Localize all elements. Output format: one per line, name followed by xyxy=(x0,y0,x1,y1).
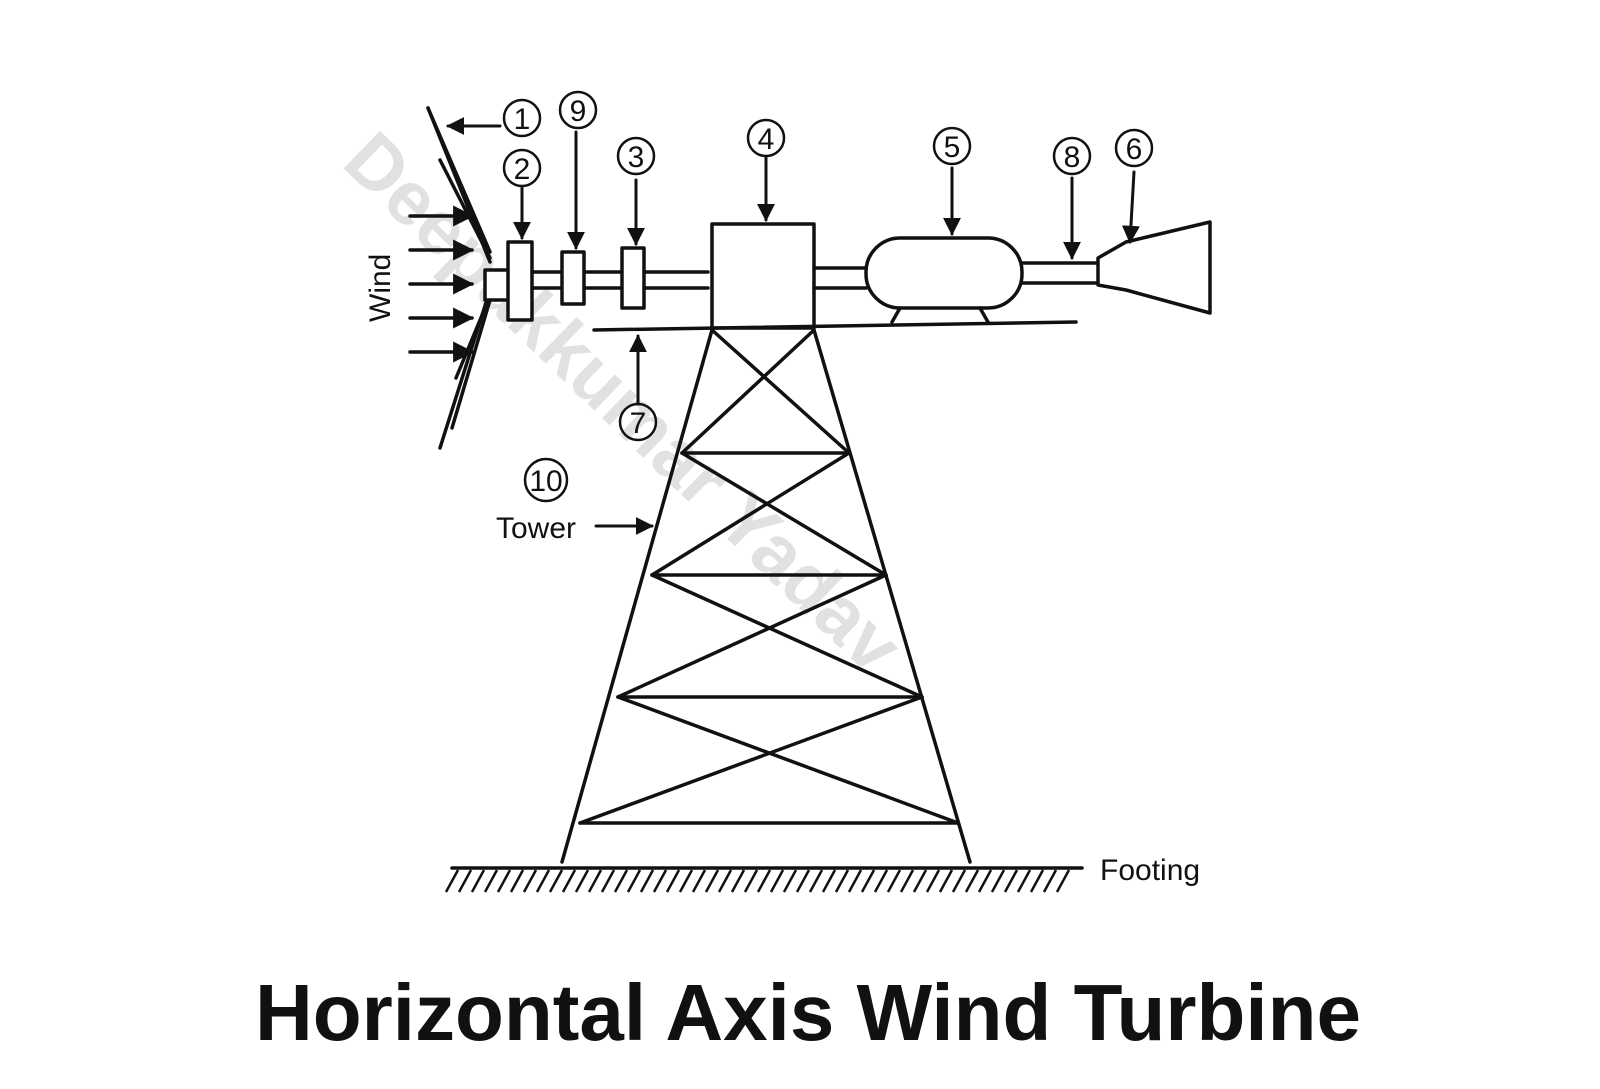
hatch-stroke xyxy=(496,869,512,893)
component-9-box xyxy=(560,250,586,306)
watermark: Deepakkumar Yadav xyxy=(328,116,918,690)
hatch-stroke xyxy=(886,869,902,893)
hatch-stroke xyxy=(522,869,538,893)
wind-arrows xyxy=(408,205,475,363)
callout-4: 4 xyxy=(758,123,775,156)
hatch-stroke xyxy=(665,869,681,893)
callout-8: 8 xyxy=(1064,141,1081,174)
footing-label: Footing xyxy=(1100,854,1200,887)
hatch-stroke xyxy=(704,869,720,893)
callout-arrows xyxy=(446,117,1140,535)
hatch-stroke xyxy=(626,869,642,893)
hatch-stroke xyxy=(535,869,551,893)
hatch-stroke xyxy=(743,869,759,893)
hatch-stroke xyxy=(756,869,772,893)
callout-3: 3 xyxy=(628,141,645,174)
callout-1: 1 xyxy=(514,103,531,136)
hatch-stroke xyxy=(444,869,460,893)
hatch-stroke xyxy=(795,869,811,893)
hatch-stroke xyxy=(990,869,1006,893)
hatch-stroke xyxy=(509,869,525,893)
hatch-stroke xyxy=(821,869,837,893)
hatch-stroke xyxy=(1029,869,1045,893)
svg-text:Deepakkumar Yadav: Deepakkumar Yadav xyxy=(328,116,918,690)
hatch-stroke xyxy=(782,869,798,893)
hatch-stroke xyxy=(639,869,655,893)
hatch-stroke xyxy=(951,869,967,893)
hatch-stroke xyxy=(730,869,746,893)
hatch-stroke xyxy=(652,869,668,893)
hatch-stroke xyxy=(574,869,590,893)
hatch-stroke xyxy=(470,869,486,893)
hatch-stroke xyxy=(808,869,824,893)
hatch-stroke xyxy=(1055,869,1071,893)
hatch-stroke xyxy=(834,869,850,893)
callout-circles xyxy=(502,90,1154,503)
hatch-stroke xyxy=(678,869,694,893)
hatch-stroke xyxy=(1003,869,1019,893)
generator-body xyxy=(864,236,1024,310)
hatch-stroke xyxy=(912,869,928,893)
hatch-stroke xyxy=(691,869,707,893)
gearbox-box xyxy=(710,222,816,330)
hatch-stroke xyxy=(548,869,564,893)
hatch-stroke xyxy=(600,869,616,893)
hatch-stroke xyxy=(964,869,980,893)
hatch-stroke xyxy=(860,869,876,893)
callout-10: 10 xyxy=(529,465,562,498)
component-3-box xyxy=(620,246,646,310)
shaft-8 xyxy=(1020,261,1100,285)
hatch-stroke xyxy=(457,869,473,893)
tail-vane xyxy=(1096,220,1212,315)
hatch-stroke xyxy=(847,869,863,893)
component-2-box xyxy=(506,240,534,322)
hatch-stroke xyxy=(561,869,577,893)
ground-hatching xyxy=(444,869,1071,893)
rotor-hub xyxy=(483,268,511,302)
hatch-stroke xyxy=(1042,869,1058,893)
callout-7: 7 xyxy=(630,407,647,440)
hatch-stroke xyxy=(925,869,941,893)
callout-2: 2 xyxy=(514,153,531,186)
wind-label: Wind xyxy=(364,254,397,322)
callout-5: 5 xyxy=(944,131,961,164)
callout-9: 9 xyxy=(570,95,587,128)
hatch-stroke xyxy=(717,869,733,893)
lattice-tower xyxy=(560,328,972,864)
hatch-stroke xyxy=(938,869,954,893)
hatch-stroke xyxy=(483,869,499,893)
diagram-title: Horizontal Axis Wind Turbine xyxy=(255,968,1361,1057)
hatch-stroke xyxy=(873,869,889,893)
hatch-stroke xyxy=(769,869,785,893)
hatch-stroke xyxy=(977,869,993,893)
hatch-stroke xyxy=(613,869,629,893)
generator-feet xyxy=(890,306,990,324)
hatch-stroke xyxy=(587,869,603,893)
hatch-stroke xyxy=(1016,869,1032,893)
tower-label: Tower xyxy=(496,512,576,545)
callout-6: 6 xyxy=(1126,133,1143,166)
hatch-stroke xyxy=(899,869,915,893)
low-speed-shaft xyxy=(507,270,710,290)
high-speed-shaft xyxy=(812,266,868,290)
nacelle-platform xyxy=(592,320,1078,332)
callout-numbers: 1 2 3 4 5 6 7 8 9 10 xyxy=(514,95,1143,498)
